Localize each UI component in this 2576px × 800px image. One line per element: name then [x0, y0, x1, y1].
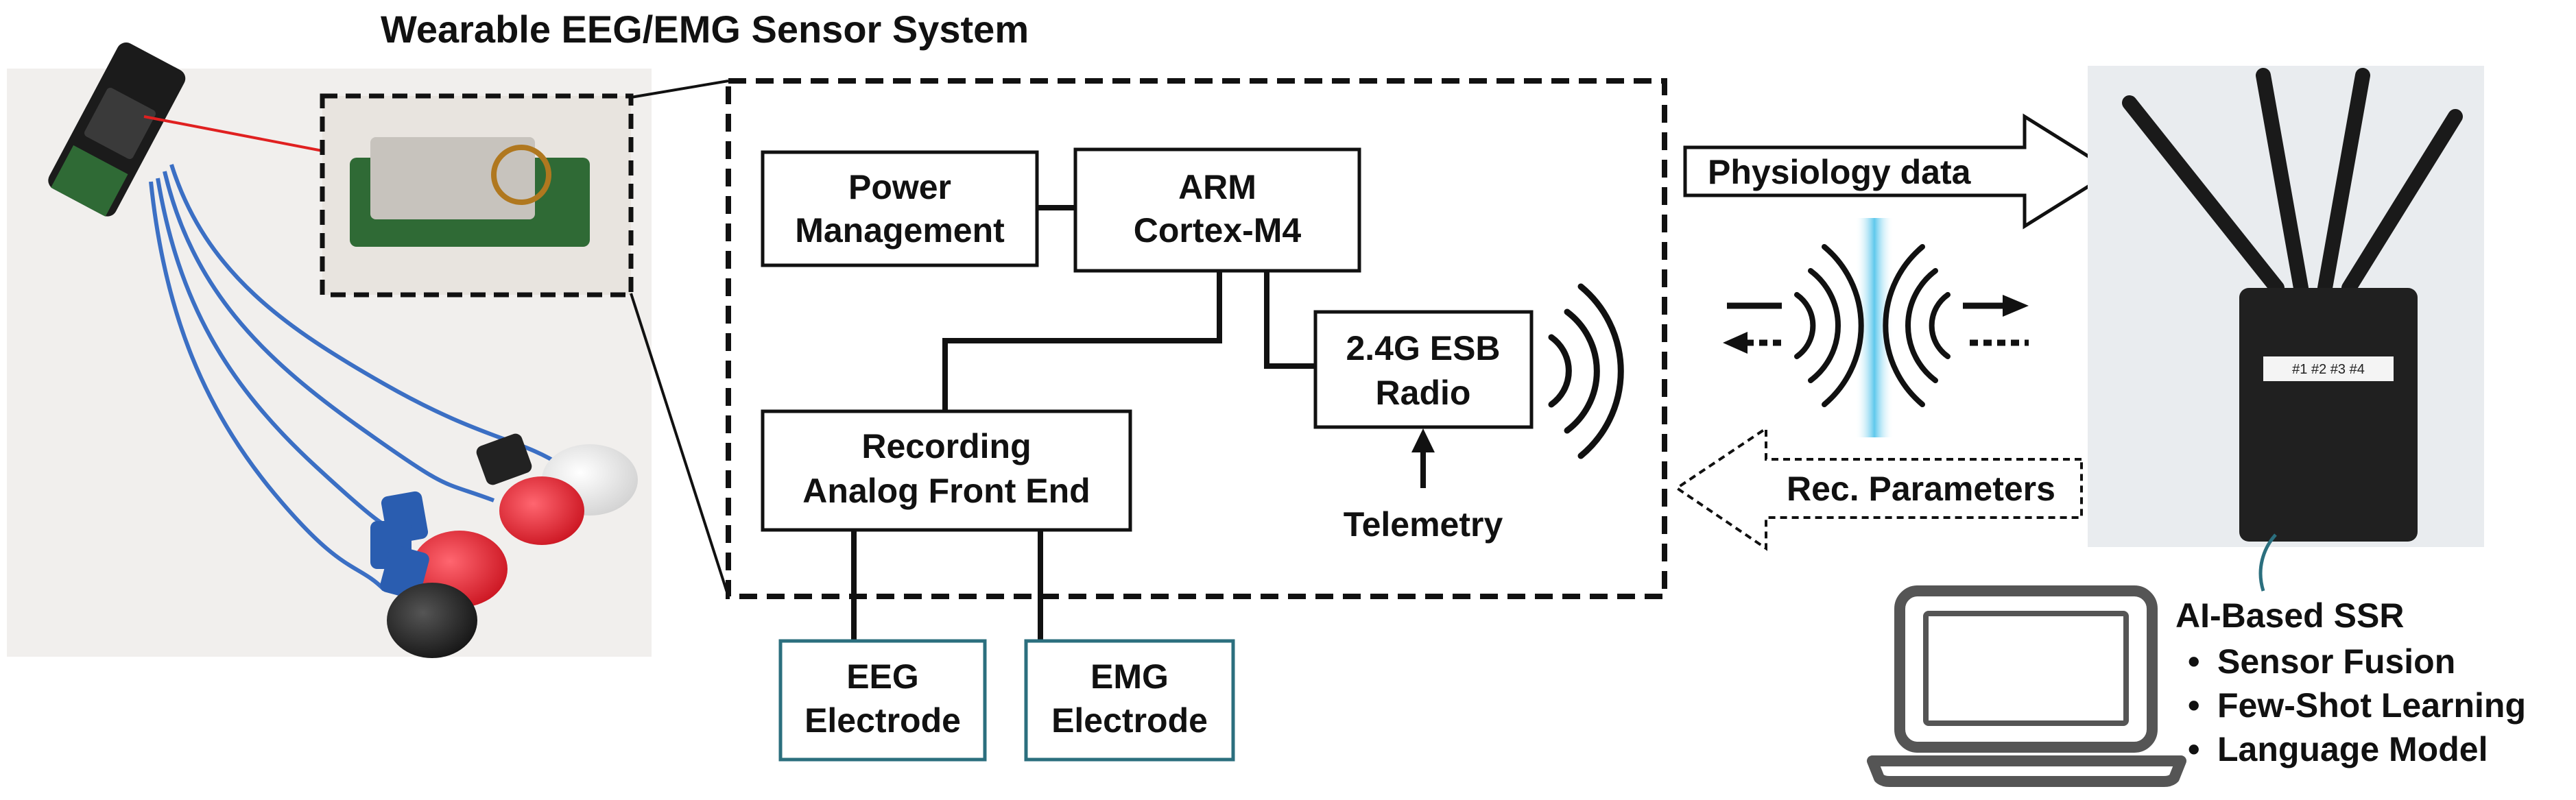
zoom-line-top	[630, 80, 729, 99]
arm-label-2: Cortex-M4	[1134, 211, 1302, 250]
radio-label-1: 2.4G ESB	[1346, 329, 1500, 367]
radio-waves-icon	[1548, 283, 1624, 459]
ssr-bullet-1: •	[2188, 642, 2200, 681]
system-boundary	[726, 78, 1667, 599]
ssr-item-language-model: Language Model	[2217, 730, 2488, 768]
ssr-item-few-shot: Few-Shot Learning	[2217, 686, 2526, 725]
emg-electrode-block: EMG Electrode	[1024, 639, 1235, 762]
emg-label-2: Electrode	[1051, 701, 1208, 740]
receiver-port-label: #1 #2 #3 #4	[2292, 362, 2365, 377]
radio-block: 2.4G ESB Radio	[1313, 310, 1534, 429]
ssr-bullet-3: •	[2188, 730, 2200, 768]
physiology-data-label: Physiology data	[1708, 153, 1972, 191]
telemetry-arrow	[1411, 428, 1435, 488]
afe-label-2: Analog Front End	[802, 472, 1090, 510]
rec-parameters-label: Rec. Parameters	[1787, 470, 2055, 508]
sensor-inset-photo	[320, 93, 634, 298]
eeg-label-1: EEG	[846, 657, 919, 696]
ssr-description: AI-Based SSR • Sensor Fusion • Few-Shot …	[2175, 596, 2526, 768]
ssr-bullet-2: •	[2188, 686, 2200, 725]
diagram-title: Wearable EEG/EMG Sensor System	[381, 8, 1029, 51]
power-management-label-1: Power	[848, 168, 951, 206]
telemetry-label: Telemetry	[1344, 505, 1503, 544]
power-management-label-2: Management	[795, 211, 1005, 250]
block-connections	[851, 205, 1315, 641]
laptop-cable	[2258, 533, 2277, 592]
receiver-photo: #1 #2 #3 #4	[2088, 66, 2484, 547]
rec-parameters-arrow: Rec. Parameters	[1674, 426, 2083, 551]
wireless-link-icon	[1794, 244, 1951, 407]
eeg-label-2: Electrode	[804, 701, 961, 740]
afe-label-1: Recording	[861, 427, 1031, 465]
arm-label-1: ARM	[1178, 168, 1256, 206]
power-management-block: Power Management	[761, 150, 1039, 267]
radio-label-2: Radio	[1376, 374, 1471, 412]
eeg-electrode-block: EEG Electrode	[778, 639, 987, 762]
link-arrows	[1723, 295, 2029, 354]
physiology-data-arrow: Physiology data	[1683, 113, 2116, 230]
emg-label-1: EMG	[1090, 657, 1169, 696]
afe-block: Recording Analog Front End	[761, 409, 1132, 532]
ssr-title: AI-Based SSR	[2175, 596, 2404, 635]
laptop-icon	[1867, 585, 2186, 787]
zoom-line-bottom	[630, 293, 730, 597]
arm-cortex-block: ARM Cortex-M4	[1073, 147, 1361, 273]
ssr-item-sensor-fusion: Sensor Fusion	[2217, 642, 2455, 681]
